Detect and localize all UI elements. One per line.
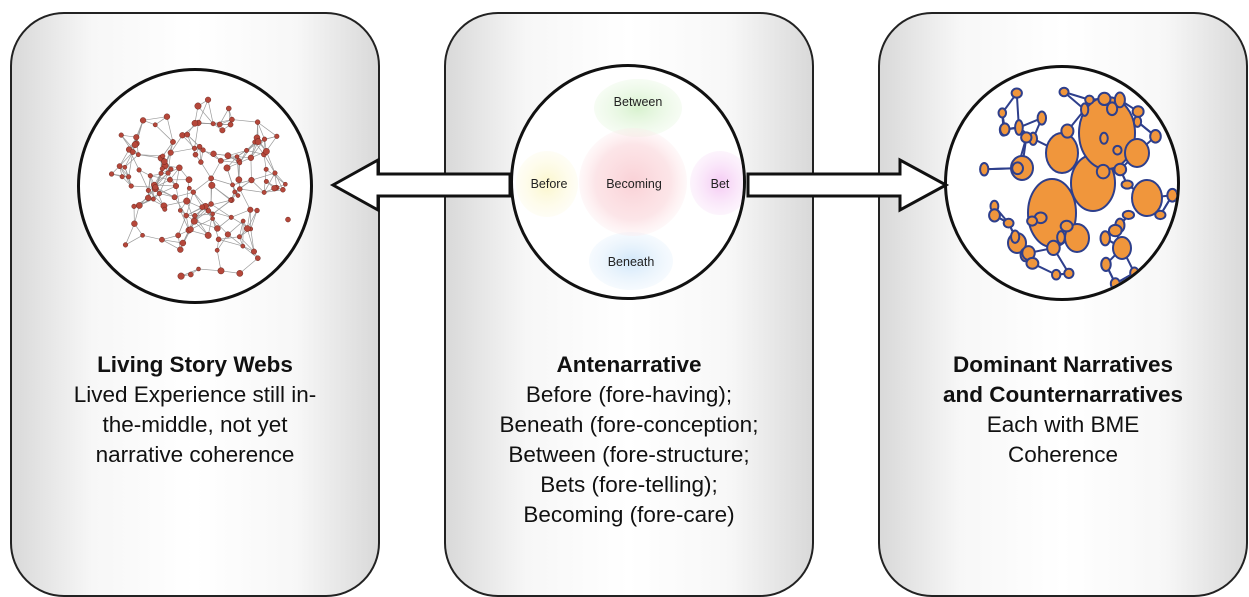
left-arrow-icon <box>333 160 510 210</box>
connector-arrows <box>0 0 1249 579</box>
right-arrow-icon <box>748 160 946 210</box>
